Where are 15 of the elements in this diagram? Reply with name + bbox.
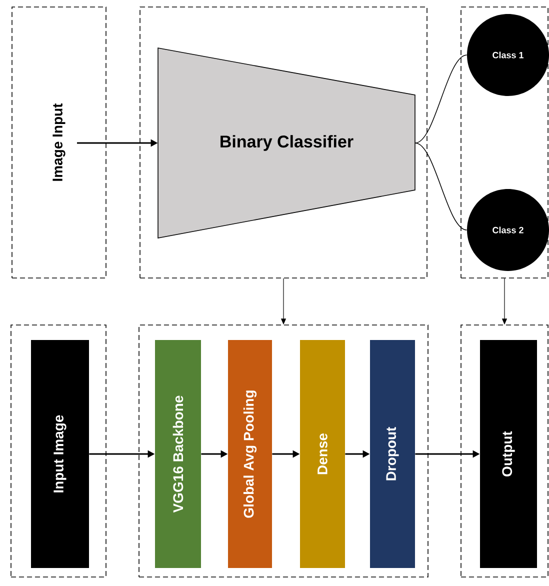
connector-curve	[414, 142, 468, 230]
dashed-frame	[138, 324, 428, 578]
layer-bar: VGG16 Backbone	[155, 340, 201, 568]
layer-bar: Dense	[300, 340, 345, 568]
connector-curve	[414, 54, 468, 144]
layer-bar: Dropout	[370, 340, 415, 568]
layer-bar: Input Image	[31, 340, 89, 568]
dashed-frame	[10, 324, 106, 578]
layer-bar: Global Avg Pooling	[228, 340, 272, 568]
dashed-frame	[460, 324, 548, 578]
dashed-frame: Image Input	[12, 6, 106, 278]
dashed-frame	[460, 6, 548, 278]
layer-bar: Output	[480, 340, 537, 568]
dashed-frame	[140, 6, 428, 278]
trapezoid-block: Binary Classifier	[158, 48, 416, 238]
